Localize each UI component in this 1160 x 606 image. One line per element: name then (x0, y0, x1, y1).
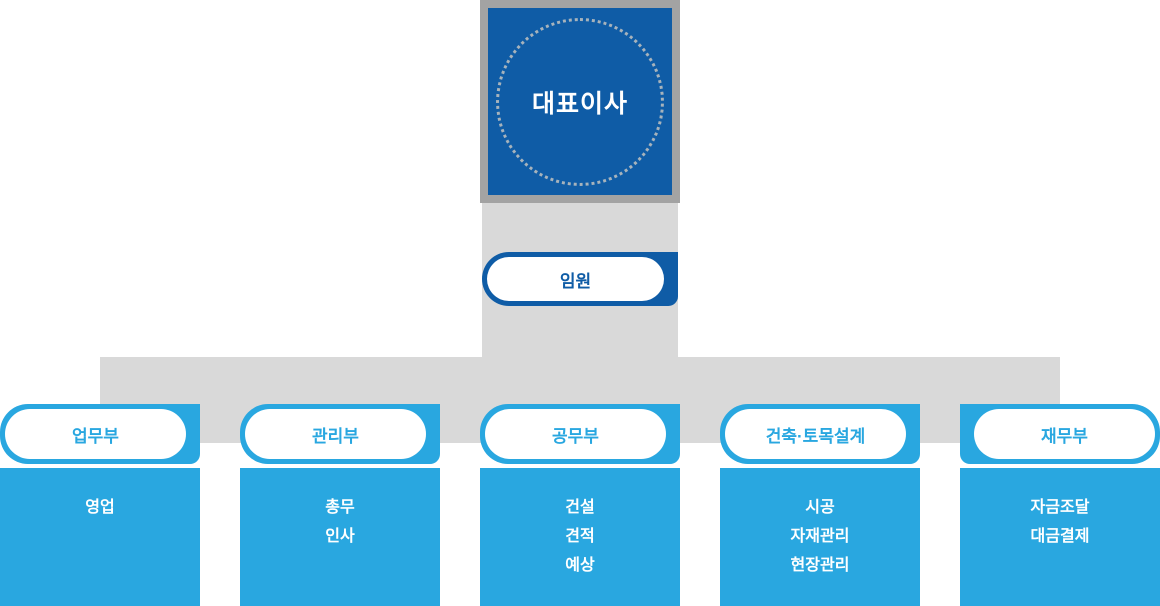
ceo-label: 대표이사 (531, 89, 628, 118)
dept-column-gongmubu: 공무부 건설 견적 예상 (480, 404, 680, 606)
executive-label: 임원 (487, 257, 664, 301)
dept-items-box: 시공 자재관리 현장관리 (720, 468, 920, 606)
dept-item: 시공 (805, 499, 835, 516)
dept-pill: 관리부 (240, 404, 440, 464)
dept-item: 인사 (325, 528, 355, 545)
dept-label: 공무부 (485, 409, 666, 459)
dept-column-geonchuk-tomok: 건축·토목설계 시공 자재관리 현장관리 (720, 404, 920, 606)
dept-pill: 업무부 (0, 404, 200, 464)
dept-item: 자금조달 (1030, 499, 1090, 516)
dept-column-gwanribu: 관리부 총무 인사 (240, 404, 440, 606)
dept-label: 재무부 (974, 409, 1155, 459)
dept-items-box: 총무 인사 (240, 468, 440, 606)
dept-items-box: 건설 견적 예상 (480, 468, 680, 606)
dept-column-eobmubu: 업무부 영업 (0, 404, 200, 606)
dept-pill: 건축·토목설계 (720, 404, 920, 464)
dept-label: 건축·토목설계 (725, 409, 906, 459)
ceo-box: 대표이사 (480, 0, 680, 203)
executive-pill: 임원 (482, 252, 678, 306)
dept-label: 관리부 (245, 409, 426, 459)
dept-pill: 재무부 (960, 404, 1160, 464)
dept-item: 현장관리 (790, 557, 850, 574)
dept-label: 업무부 (5, 409, 186, 459)
dept-pill: 공무부 (480, 404, 680, 464)
dotted-circle-decoration (496, 17, 664, 186)
dept-item: 대금결제 (1030, 528, 1090, 545)
dept-item: 자재관리 (790, 528, 850, 545)
dept-item: 영업 (85, 499, 115, 516)
dept-column-jaemubu: 재무부 자금조달 대금결제 (960, 404, 1160, 606)
dept-item: 견적 (565, 528, 595, 545)
dept-item: 건설 (565, 499, 595, 516)
dept-items-box: 영업 (0, 468, 200, 606)
dept-items-box: 자금조달 대금결제 (960, 468, 1160, 606)
dept-item: 총무 (325, 499, 355, 516)
dept-item: 예상 (565, 557, 595, 574)
